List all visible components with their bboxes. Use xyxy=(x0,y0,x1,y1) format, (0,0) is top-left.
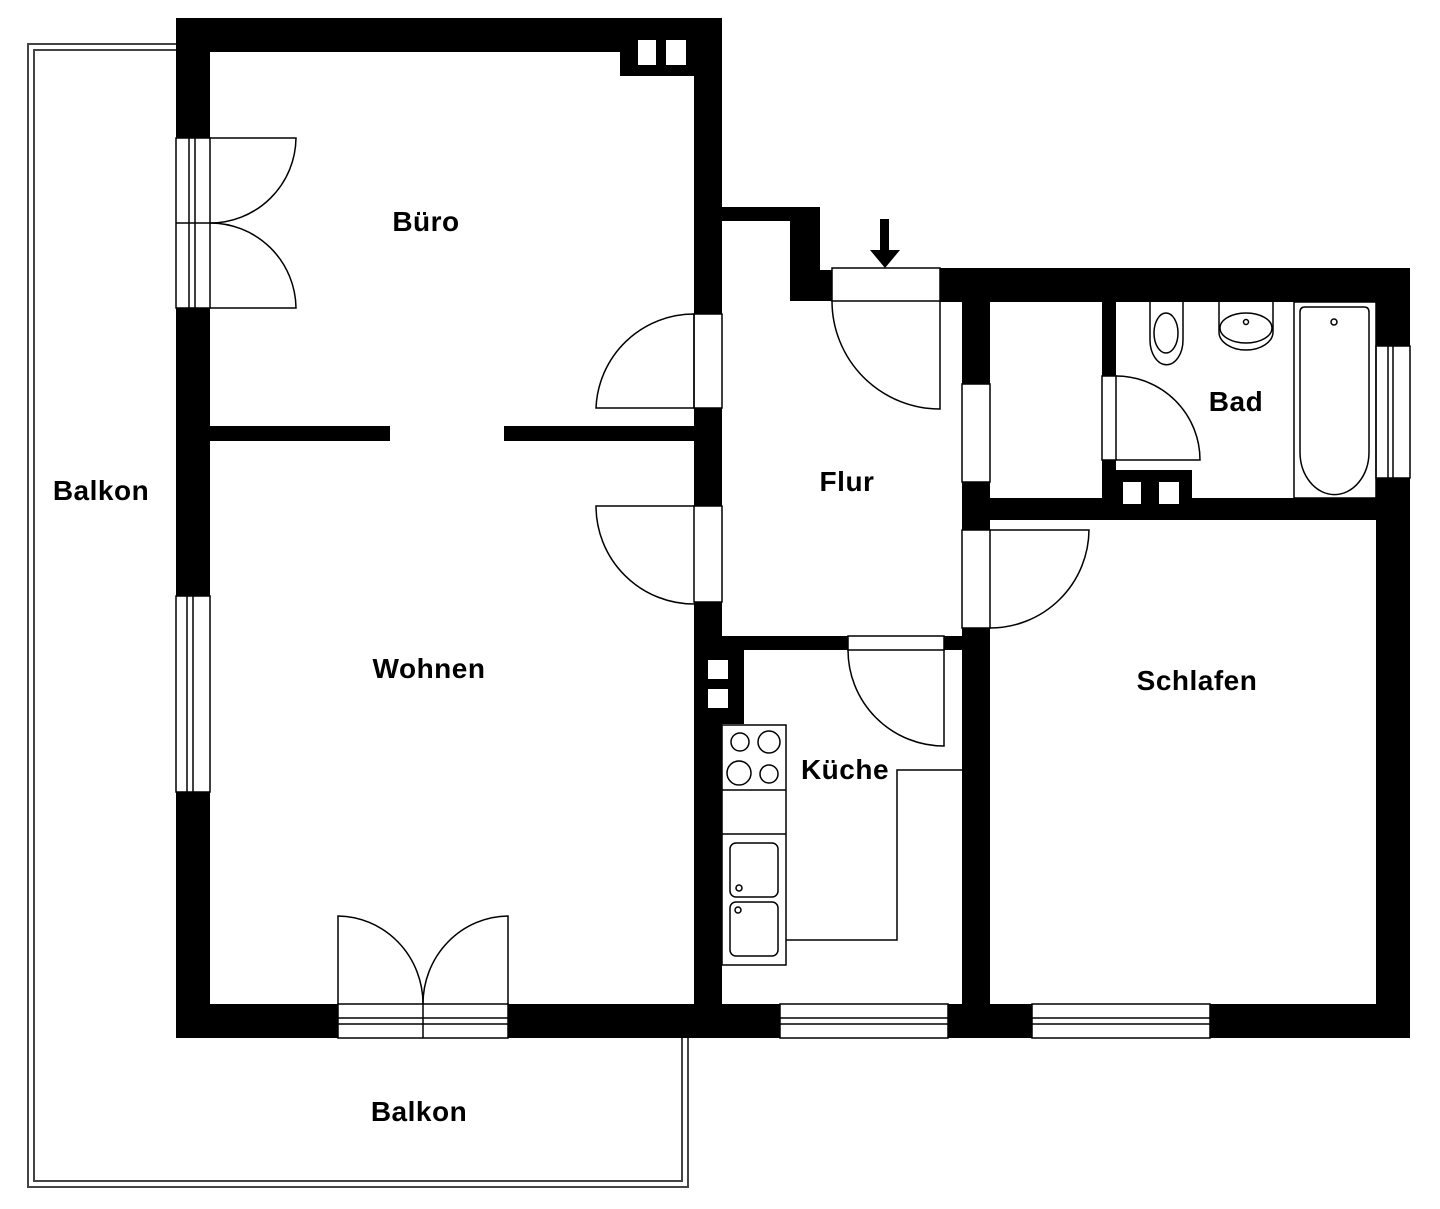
entrance-arrow-icon xyxy=(870,219,900,268)
room-label-kueche: Küche xyxy=(800,754,890,785)
room-label-wohnen: Wohnen xyxy=(372,653,486,684)
balcony-outline xyxy=(27,43,689,1188)
room-label-bad: Bad xyxy=(1208,386,1264,417)
room-label-balkon-bottom: Balkon xyxy=(370,1096,468,1127)
shaft-openings xyxy=(638,40,1179,708)
bathroom-fixtures xyxy=(1149,301,1377,499)
room-label-balkon-left: Balkon xyxy=(52,475,150,506)
room-label-buero: Büro xyxy=(392,206,460,237)
doors-windows xyxy=(175,137,1411,1039)
kitchen-fixtures xyxy=(721,724,962,966)
room-label-schlafen: Schlafen xyxy=(1136,665,1258,696)
walls xyxy=(176,18,1410,1038)
room-label-flur: Flur xyxy=(819,466,875,497)
